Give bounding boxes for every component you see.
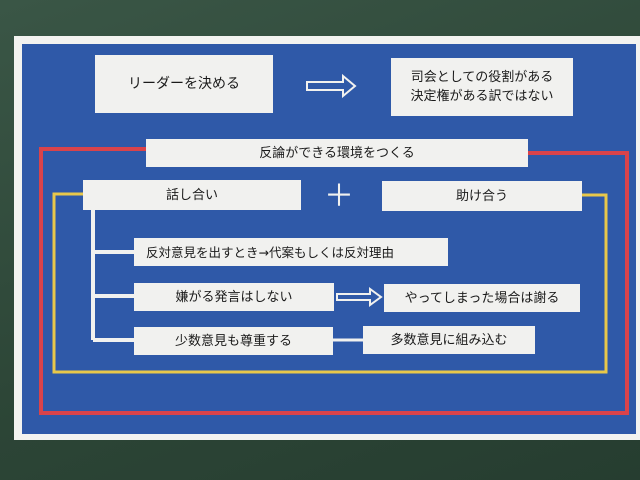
- banner-box: 反論ができる環境をつくる: [146, 139, 528, 167]
- arrow-right-icon-small: [336, 287, 383, 307]
- inner-frame-left: [52, 192, 608, 374]
- role-line-1: 司会としての役割がある: [410, 70, 554, 85]
- arrow-right-icon: [306, 73, 357, 99]
- role-line-2: 決定権がある訳ではない: [410, 89, 554, 104]
- discussion-header: 話し合い: [83, 180, 301, 210]
- item-counter-opinion: 反対意見を出すとき→代案もしくは反対理由: [134, 238, 448, 266]
- outer-frame-left: [39, 147, 629, 415]
- item-respect-minority: 少数意見も尊重する: [134, 327, 333, 355]
- item-no-hurtful-remarks: 嫌がる発言はしない: [134, 283, 334, 311]
- item-incorporate-majority: 多数意見に組み込む: [363, 326, 535, 354]
- plus-sign: ＋: [324, 179, 354, 214]
- leader-box: リーダーを決める: [95, 55, 273, 113]
- role-box: 司会としての役割がある 決定権がある訳ではない: [391, 58, 573, 116]
- help-header: 助け合う: [382, 181, 582, 211]
- item-apologize: やってしまった場合は謝る: [384, 284, 580, 312]
